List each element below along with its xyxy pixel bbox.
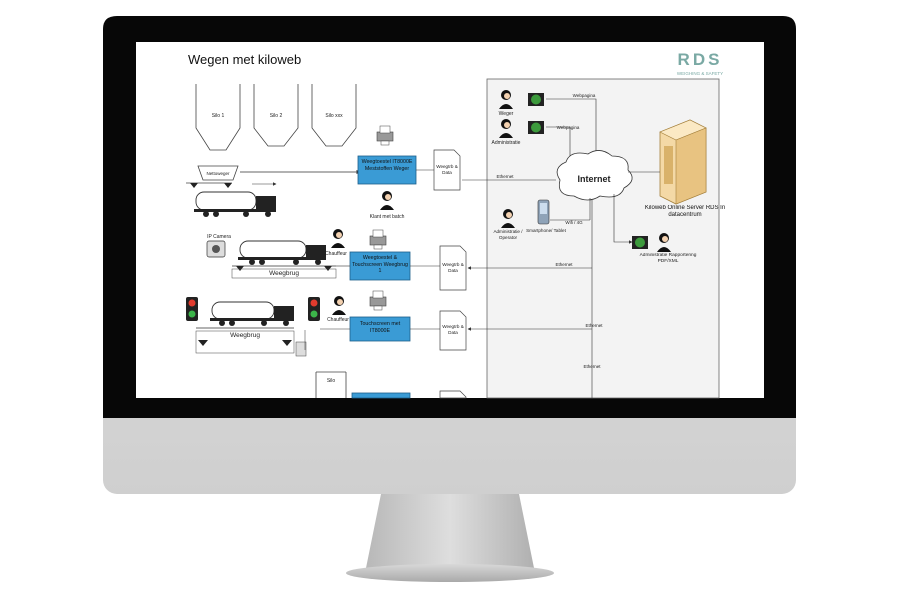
imac-stand [366, 494, 534, 568]
ethernet-4-label: Ethernet [583, 364, 601, 369]
doc-3-icon [439, 310, 467, 351]
webpagina-2-label: Webpagina [557, 125, 580, 130]
page-title: Wegen met kiloweb [188, 52, 301, 67]
doc-3-label: Weegtrb & Data [442, 324, 464, 335]
silo-1-label: Silo 1 [212, 113, 225, 119]
smartphone-label: Smartphone/ Tablet [526, 228, 566, 233]
traffic-light-2-icon [308, 297, 320, 321]
wifi-label: Wifi / 4G [565, 220, 583, 225]
person-chauffeur-2-icon [332, 296, 346, 315]
box-weegtoestel-meststoffen [357, 155, 417, 185]
person-admin-rapport-icon [657, 233, 671, 252]
weegbrug-1-pit [231, 268, 337, 279]
doc-4-icon [439, 390, 467, 399]
printer-3-icon [369, 290, 387, 311]
silo-3-label: Silo xxx [325, 113, 343, 119]
logo-text: RDS [678, 50, 723, 69]
screen-content: Wegen met kiloweb RDS WEIGHING & SAFETY … [186, 50, 726, 399]
nettoweger-hopper [197, 165, 239, 181]
box-weegtoestel-meststoffen-label: Weegtoestel IT8000E Meststoffen Weger [361, 159, 413, 172]
traffic-light-1-icon [186, 297, 198, 321]
silo-1-shape [195, 84, 241, 151]
administratie-label: Administratie [492, 140, 521, 146]
silo-3-shape [311, 84, 357, 147]
box-weegtoestel-meststoffen-fo: Weegtoestel IT8000E Meststoffen Weger [361, 159, 413, 172]
weegbrug-2-pit [195, 330, 295, 354]
person-admin-operator-icon [501, 209, 515, 228]
klant-batch-label: Klant met batch [370, 214, 405, 220]
weger-label: Weger [499, 111, 514, 117]
truck-3 [210, 301, 294, 326]
box-touchscreen-it8000e-label: Touchscreen met IT8000E [359, 321, 401, 334]
ethernet-2-label: Ethernet [555, 262, 573, 267]
server-icon [659, 119, 707, 205]
person-chauffeur-1-icon [331, 229, 345, 248]
silo-2-label: Silo 2 [270, 113, 283, 119]
load-cell-2 [224, 183, 232, 188]
person-administratie-icon [499, 119, 513, 138]
weegbrug-2-label: Weegbrug [230, 332, 260, 339]
link-webpagina-2 [546, 126, 571, 160]
webpagina-1-label: Webpagina [573, 93, 596, 98]
internet-label: Internet [577, 174, 610, 184]
person-weger-icon [499, 90, 513, 109]
truck-2 [238, 240, 326, 265]
doc-1-icon [433, 149, 461, 191]
silo-2-shape [253, 84, 299, 147]
link-webpagina-1 [546, 98, 597, 160]
chauffeur-2-label: Chauffeur [327, 317, 349, 323]
internet-cloud-icon [556, 150, 633, 201]
ip-camera-lens [212, 245, 220, 253]
box-weegtoestel-touchscreen [349, 251, 411, 281]
person-klant-icon [380, 191, 394, 210]
imac-base [346, 564, 554, 582]
ethernet-1-label: Ethernet [496, 174, 514, 179]
silo-bottom-label: Silo [327, 378, 336, 384]
printer-1-icon [376, 125, 394, 146]
weegbrug-1-cell-b [324, 266, 332, 271]
rds-logo: RDS WEIGHING & SAFETY [677, 50, 723, 76]
silo-bottom-shape [315, 371, 347, 398]
nettoweger-label: Nettoweger [206, 171, 230, 176]
load-cell-1 [190, 183, 198, 188]
chauffeur-1-label: Chauffeur [325, 251, 347, 257]
link-internet-rapport [613, 194, 633, 244]
globe-rapport-icon [635, 237, 645, 248]
ip-camera-label: IP Camera [207, 234, 231, 240]
weegbrug-1-label: Weegbrug [269, 270, 299, 277]
globe-admin-icon [531, 122, 541, 133]
terminal-pole-icon [295, 341, 307, 357]
admin-rapport-label: Administratie Rapportering PDF/XML [639, 253, 697, 264]
box-weegtoestel-touchscreen-label: Weegtoestel & Touchscreen Weegbrug 1 [352, 255, 408, 274]
weegbrug-2-cell-a [198, 340, 208, 346]
server-label: Kiloweb Online Server RDS In datacentrum [644, 205, 726, 218]
printer-2-icon [369, 229, 387, 250]
ethernet-3-label: Ethernet [585, 323, 603, 328]
weegbrug-2-cell-b [282, 340, 292, 346]
silo-group: Silo 1 Silo 2 Silo xxx [195, 84, 357, 151]
box-bottom-partial [351, 392, 411, 399]
logo-subtitle: WEIGHING & SAFETY [677, 71, 723, 76]
truck-1 [194, 191, 276, 217]
globe-weger-icon [531, 94, 541, 105]
weegbrug-1-cell-a [236, 266, 244, 271]
doc-2-label: Weegtrb & Data [442, 262, 464, 273]
admin-operator-label: Administratie / Operator [493, 229, 523, 240]
doc-1-label: Weegtrb & Data [436, 164, 458, 175]
doc-2-icon [439, 245, 467, 291]
smartphone-screen [540, 203, 547, 214]
